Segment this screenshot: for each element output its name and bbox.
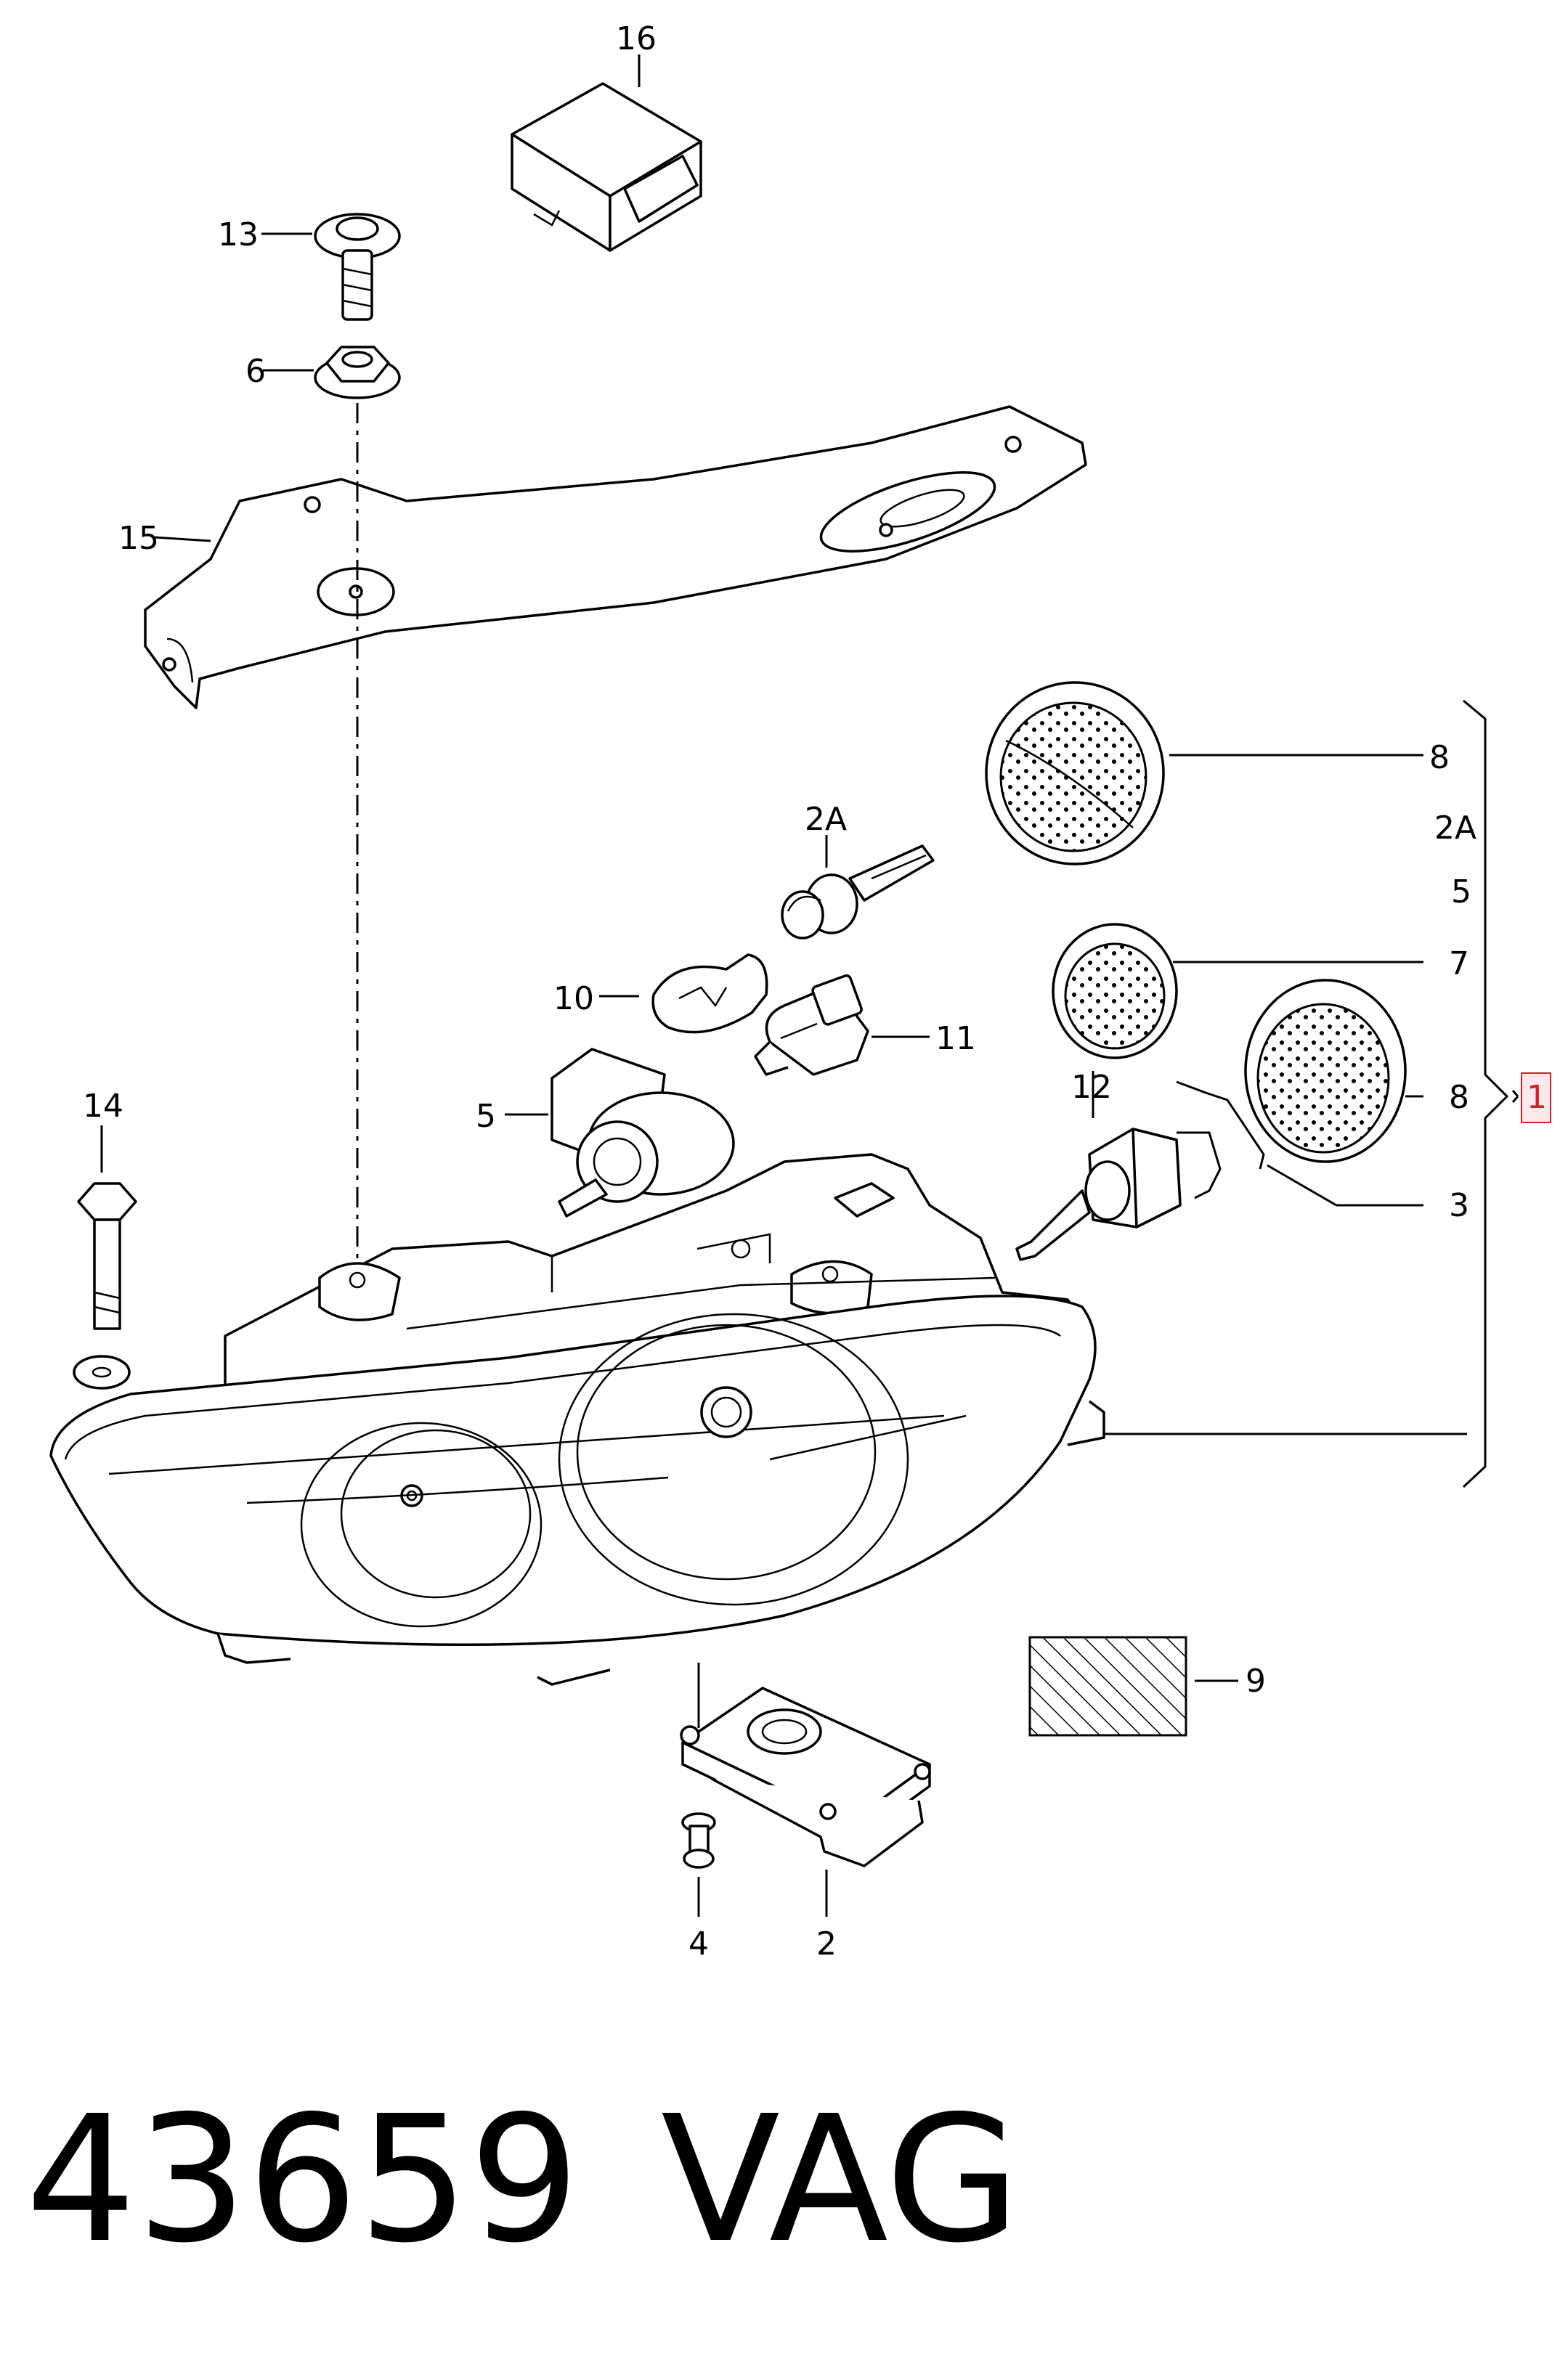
callout-14: 14 (83, 1088, 123, 1125)
callout-10: 10 (553, 980, 594, 1017)
callout-13: 13 (218, 216, 259, 253)
bolt-part-14 (73, 1125, 137, 1390)
bulb-part-2a (781, 835, 935, 940)
ballast-unit-part-2 (680, 1687, 931, 1917)
callout-3: 3 (1449, 1187, 1469, 1224)
callout-6: 6 (245, 353, 266, 390)
adjuster-motor-part-5 (505, 1048, 735, 1218)
callout-16: 16 (616, 20, 657, 57)
callout-12: 12 (1071, 1069, 1112, 1106)
cover-cap-part-8-upper (985, 681, 1423, 865)
callout-8-upper: 8 (1429, 739, 1450, 776)
callout-4: 4 (688, 1925, 709, 1963)
nut-part-6 (263, 346, 401, 399)
callout-7: 7 (1449, 945, 1469, 982)
callout-5-side: 5 (1451, 873, 1471, 910)
label-part-9 (1028, 1636, 1238, 1737)
highlight-box (1521, 1072, 1551, 1123)
callout-2a: 2A (805, 801, 847, 838)
control-module-part-16 (511, 54, 702, 252)
callout-5: 5 (476, 1098, 496, 1135)
callout-1: 1 (1527, 1079, 1547, 1116)
cover-cap-part-8-lower (1244, 979, 1423, 1163)
screw-part-13 (261, 213, 401, 321)
group-bracket (1462, 699, 1519, 1488)
callout-8-lower: 8 (1449, 1079, 1469, 1116)
xenon-bulb-part-12 (1015, 1071, 1182, 1261)
headlamp-assembly-part-1 (49, 1153, 1467, 1728)
screw-part-4 (681, 1812, 716, 1917)
bracket-part-15 (144, 405, 1087, 709)
callout-15: 15 (118, 520, 159, 557)
wire-clip-part-3 (1176, 1080, 1423, 1207)
halogen-bulb-part-11 (754, 974, 930, 1076)
callout-2: 2 (816, 1925, 837, 1963)
callout-11: 11 (935, 1020, 976, 1057)
callout-9: 9 (1246, 1663, 1266, 1700)
indicator-bulb-part-10 (599, 953, 768, 1034)
part-number-caption: 43659 (25, 2078, 580, 2281)
brand-caption: VAG (661, 2078, 1020, 2281)
callout-2a-side: 2A (1434, 810, 1476, 847)
cover-cap-part-7 (1052, 923, 1423, 1059)
